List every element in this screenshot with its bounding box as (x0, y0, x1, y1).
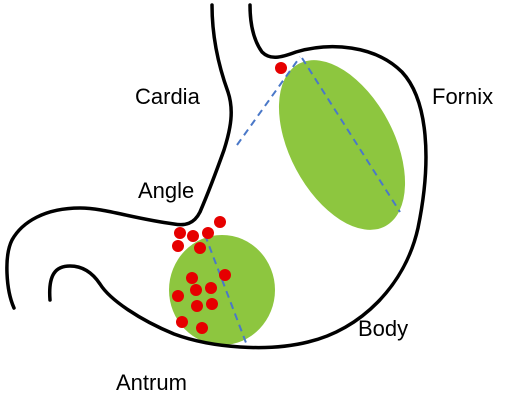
red-dot (172, 240, 184, 252)
red-dot (174, 227, 186, 239)
red-dot (202, 227, 214, 239)
red-dot (191, 300, 203, 312)
red-dot (275, 62, 287, 74)
red-dot (196, 322, 208, 334)
label-antrum: Antrum (116, 372, 187, 394)
label-body: Body (358, 318, 408, 340)
red-dot (172, 290, 184, 302)
label-cardia: Cardia (135, 86, 200, 108)
label-angle: Angle (138, 180, 194, 202)
red-dot (190, 284, 202, 296)
red-dot (194, 242, 206, 254)
label-fornix: Fornix (432, 86, 493, 108)
red-dot (214, 216, 226, 228)
red-dot (186, 272, 198, 284)
red-dot (219, 269, 231, 281)
red-dot (187, 230, 199, 242)
red-dot (176, 316, 188, 328)
antrum-region (169, 235, 275, 345)
red-dot (205, 282, 217, 294)
red-dot (206, 298, 218, 310)
